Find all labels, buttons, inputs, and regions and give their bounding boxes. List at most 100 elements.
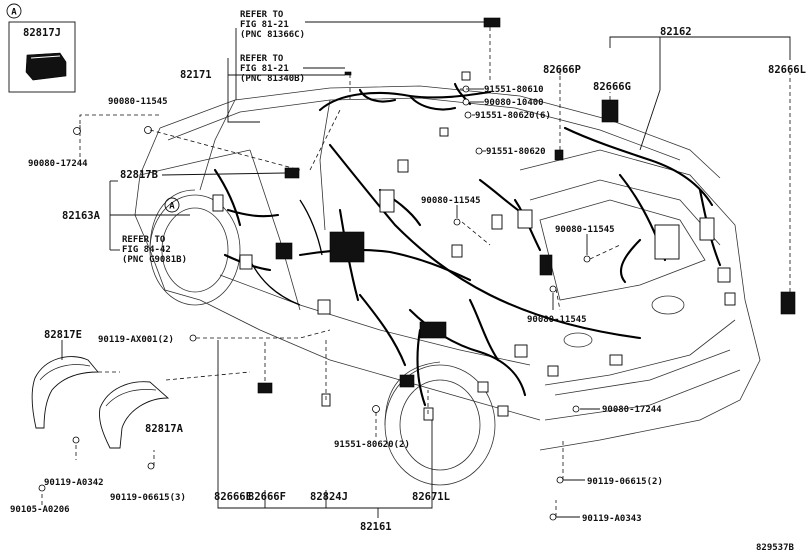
label-90105-A0206: 90105-A0206	[10, 505, 70, 515]
connector-c16	[317, 299, 331, 315]
label-82817J: 82817J	[23, 27, 61, 39]
connector-c15	[477, 381, 489, 393]
connector-c13	[514, 344, 528, 358]
part-82671L-connector	[423, 407, 434, 421]
label-90119-06615-3: 90119-06615(3)	[110, 493, 186, 503]
connector-c18	[212, 194, 224, 212]
part-82666L-connector	[780, 291, 796, 315]
bolt-90080-10400	[462, 98, 470, 106]
label-90119-A0342: 90119-A0342	[44, 478, 104, 488]
ref2-line3: (PNC 81340B)	[240, 74, 305, 84]
part-81366C-lamp	[483, 17, 501, 28]
connector-c9	[717, 267, 731, 283]
ref2-line1: REFER TO	[240, 54, 284, 64]
connector-c5	[517, 209, 533, 229]
figure-code: 829537B	[756, 543, 795, 553]
bolt-91551-80620	[475, 147, 483, 155]
bolt-90105-A0206	[38, 484, 46, 492]
label-82817E: 82817E	[44, 329, 82, 341]
part-82817E-liner	[31, 356, 99, 429]
label-82666E: 82666E	[214, 491, 252, 503]
junction-block	[329, 231, 365, 263]
part-82666P-connector	[554, 149, 564, 161]
part-82817A-liner	[99, 381, 170, 449]
label-90080-11545-d: 90080-11545	[527, 315, 587, 325]
ref3-line1: REFER TO	[122, 235, 166, 245]
inset-marker-label: A	[11, 8, 17, 18]
callout-marker-label: A	[169, 202, 175, 212]
ref3-line2: FIG 84-42	[122, 245, 171, 255]
label-82666F: 82666F	[248, 491, 286, 503]
label-91551-80620-6: 91551-80620(6)	[475, 111, 551, 121]
label-82666G: 82666G	[593, 81, 631, 93]
ref1-line3: (PNC 81366C)	[240, 30, 305, 40]
connector-c4	[491, 214, 503, 230]
label-82666P: 82666P	[543, 64, 581, 76]
connector-c1	[379, 189, 395, 213]
callout-marker-circle	[164, 197, 180, 213]
label-82161: 82161	[360, 521, 392, 533]
dashed-leaders	[41, 27, 791, 517]
bolt-90119-06615-2	[556, 476, 564, 484]
inset-marker-circle	[6, 3, 22, 19]
bolt-90080-11545-b	[453, 218, 461, 226]
label-90080-17244-b: 90080-17244	[602, 405, 662, 415]
connector-c19	[439, 127, 449, 137]
ref1-line1: REFER TO	[240, 10, 284, 20]
label-90080-11545-b: 90080-11545	[421, 196, 481, 206]
label-82162: 82162	[660, 26, 692, 38]
bolt-90119-06615-3	[147, 462, 155, 470]
ref1-line2: FIG 81-21	[240, 20, 289, 30]
ref3-line3: (PNC G9081B)	[122, 255, 187, 265]
connector-c20	[461, 71, 471, 81]
bolt-90080-17244-b	[572, 405, 580, 413]
label-82163A: 82163A	[62, 210, 101, 222]
bolt-90119-AX001	[189, 334, 197, 342]
label-90119-A0343: 90119-A0343	[582, 514, 642, 524]
fender-liners	[31, 356, 170, 449]
connector-c2	[397, 159, 409, 173]
label-91551-80610: 91551-80610	[484, 85, 544, 95]
label-90080-11545-c: 90080-11545	[555, 225, 615, 235]
part-82666G-block	[601, 99, 619, 123]
bolt-91551-80620-2	[372, 405, 380, 413]
connector-c12	[547, 365, 559, 377]
connector-c6	[539, 254, 553, 276]
inset-82817J: A 82817J	[6, 3, 76, 93]
label-82171: 82171	[180, 69, 212, 81]
solid-leaders	[61, 21, 791, 518]
bolt-90119-A0343	[549, 513, 557, 521]
label-82666L: 82666L	[768, 64, 806, 76]
ground-connector	[399, 374, 415, 388]
vehicle-body-outline	[134, 85, 761, 486]
label-91551-80620: 91551-80620	[486, 147, 546, 157]
part-82817B-clip	[284, 167, 300, 179]
connector-c7	[654, 224, 680, 260]
label-90119-06615-2: 90119-06615(2)	[587, 477, 663, 487]
label-82817A: 82817A	[145, 423, 184, 435]
labels: REFER TO FIG 81-21 (PNC 81366C) REFER TO…	[10, 10, 806, 553]
bolt-90119-A0342	[72, 436, 80, 444]
connector-c8	[699, 217, 715, 241]
bolt-90080-11545-c	[583, 255, 591, 263]
bolt-91551-80620-6	[464, 111, 472, 119]
label-90080-10400: 90080-10400	[484, 98, 544, 108]
label-82824J: 82824J	[310, 491, 348, 503]
connector-c17	[239, 254, 253, 270]
ref2-line2: FIG 81-21	[240, 64, 289, 74]
inset-box	[8, 21, 76, 93]
bolt-90080-11545-d	[549, 285, 557, 293]
relay-block	[419, 321, 447, 339]
label-90080-11545-a: 90080-11545	[108, 97, 168, 107]
connector-c14	[497, 405, 509, 417]
label-91551-80620-2: 91551-80620(2)	[334, 440, 410, 450]
fasteners	[38, 85, 591, 521]
bolt-90080-17244-a	[73, 127, 81, 135]
part-82817J-highlight	[30, 55, 61, 59]
connector-c11	[609, 354, 623, 366]
label-82671L: 82671L	[412, 491, 450, 503]
label-90119-AX001: 90119-AX001(2)	[98, 335, 174, 345]
connector-c3	[451, 244, 463, 258]
